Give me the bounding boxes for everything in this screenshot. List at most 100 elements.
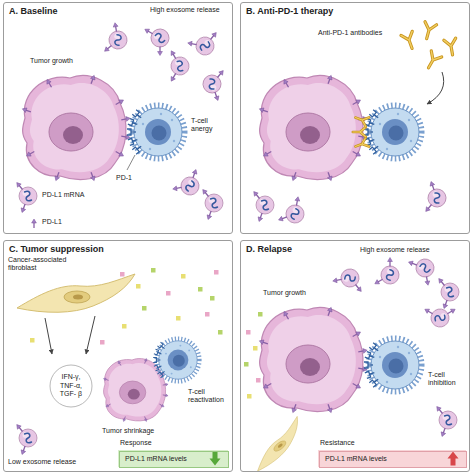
- panel-title: B. Anti-PD-1 therapy: [241, 3, 469, 17]
- cytokine-particles: [30, 338, 35, 343]
- baseline-illustration: [32, 219, 37, 228]
- annotation-label: PD-L1: [42, 218, 62, 226]
- level-text: PD-L1 mRNA levels: [125, 455, 187, 463]
- baseline-illustration: [22, 75, 131, 182]
- baseline-illustration: [201, 188, 223, 220]
- relapse-illustration: [406, 251, 441, 290]
- baseline-illustration: [15, 181, 37, 213]
- secretion-arrow: [86, 316, 95, 354]
- cytokine-particles: [256, 378, 261, 383]
- cytokine-particles: [218, 330, 223, 335]
- therapy-illustration: [259, 75, 368, 182]
- cytokine-particles: [30, 268, 223, 345]
- baseline-illustration: [98, 21, 133, 60]
- cytokine-particles: [176, 316, 181, 321]
- baseline-illustration: [15, 21, 230, 228]
- suppression-illustration: [15, 423, 37, 455]
- annotation-label: High exosome release: [360, 246, 430, 254]
- increase-arrow: [448, 452, 459, 466]
- level-text: PD-L1 mRNA levels: [325, 455, 387, 463]
- panel-frame: IFN-γ, TNF-α, TGF- β PD-L1 mRNA levels C. …: [3, 240, 233, 472]
- panel-frame: B. Anti-PD-1 therapy: [240, 2, 470, 234]
- leader-line: [127, 155, 135, 170]
- therapy-illustration: [353, 127, 366, 137]
- annotation-label: Tumor growth: [263, 289, 306, 297]
- annotation-label: T-cell inhibition: [428, 371, 466, 388]
- baseline-illustration: [186, 31, 222, 58]
- relapse-illustration: [421, 302, 457, 329]
- relapse-illustration: [369, 255, 407, 294]
- relapse-illustration: [437, 277, 459, 309]
- cytokine-particles: [122, 324, 127, 329]
- cytokine-particles: [214, 270, 219, 275]
- binding-arrow: [427, 72, 444, 104]
- therapy-illustration: [419, 179, 451, 217]
- annotation-label: High exosome release: [150, 6, 220, 14]
- therapy-illustration: [354, 113, 369, 126]
- cytokine-particles: [151, 268, 156, 273]
- cytokine-text: IFN-γ, TNF-α, TGF- β: [57, 373, 85, 398]
- secretion-arrow: [45, 318, 52, 354]
- cytokine-particles: [247, 394, 252, 399]
- therapy-illustration: [252, 190, 274, 222]
- annotation-label: Anti-PD-1 antibodies: [318, 29, 382, 37]
- cytokine-particles: [205, 312, 210, 317]
- panel-title: C. Tumor suppression: [4, 241, 232, 255]
- relapse-illustration: [259, 307, 368, 414]
- therapy-illustration: [354, 138, 369, 151]
- cytokine-particles: [253, 346, 258, 351]
- decrease-arrow: [210, 452, 221, 466]
- mrna-level-box: PD-L1 mRNA levels: [319, 451, 467, 468]
- relapse-illustration: [435, 405, 457, 437]
- cytokine-particles: [244, 362, 249, 367]
- panel-frame: PD-L1 mRNA levels D. Relapse: [240, 240, 470, 472]
- annotation-label: T-cell reactivation: [188, 388, 230, 405]
- suppression-illustration: [15, 268, 228, 467]
- baseline-illustration: [143, 21, 175, 59]
- suppression-illustration: [17, 274, 135, 312]
- decrease-arrow: [210, 452, 221, 466]
- annotation-label: Low exosome release: [8, 458, 76, 466]
- therapy-illustration: [421, 22, 437, 41]
- panel-title: D. Relapse: [241, 241, 469, 255]
- cytokine-particles: [100, 340, 105, 345]
- therapy-illustration: [364, 106, 422, 159]
- annotation-label: T-cell anergy: [191, 117, 223, 134]
- cytokine-particles: [258, 312, 263, 317]
- therapy-illustration: [273, 194, 312, 232]
- relapse-illustration: [331, 263, 370, 298]
- therapy-illustration: [252, 22, 459, 232]
- therapy-illustration: [423, 51, 441, 71]
- annotation-label: Resistance: [320, 439, 355, 447]
- cytokine-particles: [246, 330, 251, 335]
- therapy-illustration: [444, 38, 459, 56]
- mrna-level-box: PD-L1 mRNA levels: [119, 451, 229, 468]
- cytokine-particles: [166, 291, 171, 296]
- therapy-illustration: [401, 31, 418, 50]
- cytokine-particles: [181, 274, 186, 279]
- cytokine-particles: [120, 272, 125, 277]
- annotation-label: PD-1: [116, 174, 132, 182]
- baseline-illustration: [198, 65, 230, 103]
- suppression-illustration: [153, 339, 199, 381]
- relapse-illustration: [364, 339, 422, 392]
- annotation-label: Response: [120, 439, 152, 447]
- annotation-label: Tumor shrinkage: [102, 427, 154, 435]
- baseline-illustration: [127, 106, 185, 159]
- annotation-label: PD-L1 mRNA: [42, 191, 84, 199]
- annotation-label: Cancer-associated fibroblast: [8, 256, 80, 273]
- level-box-fill: [118, 450, 228, 467]
- relapse-illustration: [244, 251, 459, 473]
- baseline-illustration: [169, 167, 208, 202]
- cytokine-particles: [198, 287, 203, 292]
- increase-arrow: [448, 452, 459, 466]
- cytokine-particles: [210, 296, 215, 301]
- cytokine-circle: IFN-γ, TNF-α, TGF- β: [49, 364, 93, 408]
- relapse-illustration: [246, 416, 310, 473]
- baseline-illustration: [164, 49, 191, 85]
- cytokine-particles: [244, 312, 263, 399]
- circle-outline: [50, 365, 92, 407]
- cytokine-particles: [136, 284, 141, 289]
- annotation-label: Tumor growth: [30, 57, 73, 65]
